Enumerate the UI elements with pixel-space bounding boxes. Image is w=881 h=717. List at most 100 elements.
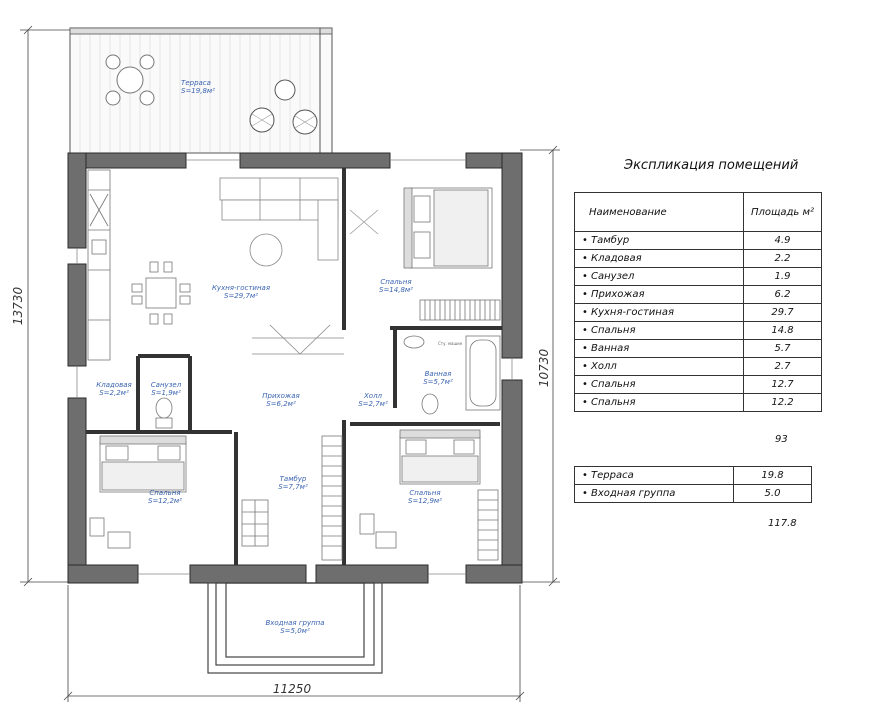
room-name-hall: Холл [363, 392, 383, 400]
sofa [219, 177, 339, 261]
subtotal-value: 93 [775, 434, 788, 445]
table-row: •Спальня 12.7 [574, 375, 822, 394]
bed-bedroom1 [403, 187, 493, 269]
walls [67, 152, 523, 584]
dim-width-total: 11250 [273, 682, 312, 696]
room-area-bath: S=5,7м² [423, 378, 453, 386]
row-area: 1.9 [743, 267, 822, 286]
bullet: • [582, 271, 588, 282]
row-name: Холл [591, 361, 617, 372]
room-area-hallway: S=6,2м² [266, 400, 296, 408]
door-swing-bedroom1 [349, 209, 379, 235]
row-area: 12.2 [743, 393, 822, 412]
bullet: • [582, 361, 588, 372]
row-area: 2.7 [743, 357, 822, 376]
table-row: •Терраса 19.8 [574, 466, 812, 485]
row-name: Входная группа [591, 488, 676, 499]
room-name-bath: Ванная [425, 370, 452, 378]
bullet: • [582, 307, 588, 318]
terrace-armchairs [249, 79, 318, 135]
explication-title: Экспликация помещений [624, 158, 799, 173]
washing-machine-note: Сту. машин [438, 341, 463, 346]
bed-bedroom2 [399, 429, 481, 485]
table-row: •Спальня 14.8 [574, 321, 822, 340]
table-header-row: Наименование Площадь м² [574, 192, 822, 232]
row-name: Терраса [591, 470, 634, 481]
dim-height-right: 10730 [537, 349, 551, 388]
room-area-entrance: S=5,0м² [280, 627, 310, 635]
bullet: • [582, 488, 588, 499]
entrance-porch [207, 582, 383, 674]
header-name: Наименование [574, 192, 744, 232]
room-area-bedroom1: S=14,8м² [379, 286, 413, 294]
bath-fixtures [403, 335, 501, 415]
row-area: 19.8 [733, 466, 812, 485]
room-name-entrance: Входная группа [265, 619, 324, 627]
row-name: Кладовая [591, 253, 642, 264]
wardrobe-bedroom2 [477, 489, 499, 561]
room-area-wc: S=1,9м² [151, 389, 181, 397]
vestibule-furniture [241, 499, 269, 547]
room-name-storage: Кладовая [96, 381, 131, 389]
kitchen-counter [87, 169, 111, 361]
bullet: • [582, 289, 588, 300]
coffee-table [249, 233, 283, 267]
row-name: Спальня [591, 325, 636, 336]
room-labels: Терраса S=19,8м² Кухня-гостиная S=29,7м²… [96, 79, 453, 635]
room-area-terrace: S=19,8м² [181, 87, 215, 95]
stairs [252, 324, 344, 355]
room-name-terrace: Терраса [181, 79, 211, 87]
thin-lines [76, 159, 513, 575]
table-row: •Кладовая 2.2 [574, 249, 822, 268]
table-row: •Холл 2.7 [574, 357, 822, 376]
row-area: 29.7 [743, 303, 822, 322]
room-name-bedroom3: Спальня [149, 489, 180, 497]
room-area-vestibule: S=7,7м² [278, 483, 308, 491]
table-row: •Кухня-гостиная 29.7 [574, 303, 822, 322]
row-name: Прихожая [591, 289, 645, 300]
dim-height-total: 13730 [11, 287, 25, 326]
row-area: 14.8 [743, 321, 822, 340]
wardrobe-bedroom1 [419, 299, 501, 321]
row-area: 12.7 [743, 375, 822, 394]
terrace-table-set [105, 54, 155, 106]
room-name-vestibule: Тамбур [280, 475, 307, 483]
bullet: • [582, 397, 588, 408]
room-area-bedroom3: S=12,2м² [148, 497, 182, 505]
bullet: • [582, 235, 588, 246]
room-name-bedroom2: Спальня [409, 489, 440, 497]
row-area: 2.2 [743, 249, 822, 268]
bullet: • [582, 325, 588, 336]
row-name: Санузел [591, 271, 635, 282]
row-name: Спальня [591, 379, 636, 390]
bullet: • [582, 379, 588, 390]
bullet: • [582, 343, 588, 354]
dining-set [131, 261, 191, 325]
wc-fixtures [155, 397, 173, 429]
bed-bedroom3 [99, 435, 187, 493]
row-name: Кухня-гостиная [591, 307, 674, 318]
table-row: •Санузел 1.9 [574, 267, 822, 286]
bullet: • [582, 253, 588, 264]
table-row: •Прихожая 6.2 [574, 285, 822, 304]
room-area-bedroom2: S=12,9м² [408, 497, 442, 505]
room-name-bedroom1: Спальня [380, 278, 411, 286]
desk-bedroom3 [89, 517, 131, 549]
room-name-wc: Санузел [151, 381, 182, 389]
terrace-deck [69, 27, 333, 154]
header-area: Площадь м² [743, 192, 822, 232]
interior-walls [86, 168, 502, 565]
bullet: • [582, 470, 588, 481]
desk-bedroom2 [359, 513, 397, 549]
room-area-hall: S=2,7м² [358, 400, 388, 408]
room-name-hallway: Прихожая [262, 392, 300, 400]
row-area: 5.7 [743, 339, 822, 358]
row-area: 4.9 [743, 231, 822, 250]
row-area: 6.2 [743, 285, 822, 304]
